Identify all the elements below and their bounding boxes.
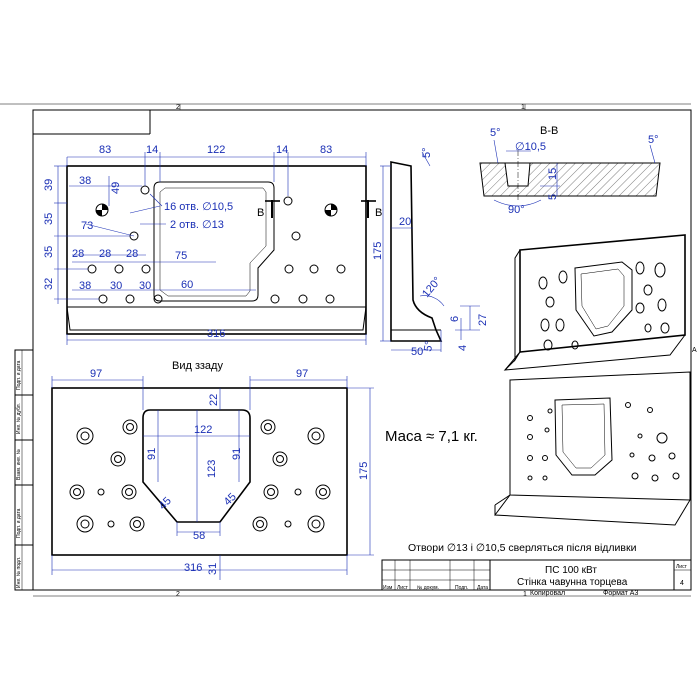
dim-left-35b: 35	[43, 246, 55, 258]
rear-holes	[69, 419, 331, 533]
sheet-number: 4	[680, 580, 684, 587]
front-view: В В 83 14 122 14 83 39	[43, 144, 382, 345]
dim-73: 73	[81, 220, 93, 232]
dim-top-83b: 83	[320, 144, 332, 156]
rear-dim-22: 22	[208, 394, 220, 406]
side-view: 5° 20 175 120° 6 27 4 5° 50	[372, 147, 489, 358]
rear-dim-97-right: 97	[296, 368, 308, 380]
sheet-label: Лист	[676, 564, 688, 570]
front-plate-outline	[66, 165, 367, 335]
dim-60: 60	[181, 279, 193, 291]
col-date: Дата	[477, 585, 488, 591]
dim-316-front: 316	[207, 328, 225, 340]
rear-dim-58: 58	[193, 530, 205, 542]
section-mark-right: В	[375, 207, 382, 219]
rear-dim-31: 31	[207, 563, 219, 575]
side-dim-4: 4	[457, 345, 469, 351]
side-dim-27: 27	[477, 314, 489, 326]
zone-top-right: 1	[521, 104, 525, 111]
stamp-2: Инв. № дубл.	[16, 403, 22, 434]
section-angle-right: 5°	[648, 134, 659, 146]
title-line2: Стінка чавунна торцева	[517, 577, 628, 588]
section-hole: ∅10,5	[515, 141, 546, 153]
dim-top-14a: 14	[146, 144, 158, 156]
zone-top-left: 2	[176, 104, 180, 111]
zone-bottom-right: 1	[523, 591, 527, 598]
side-stamp: Подп. и дата Инв. № дубл. Взам. инв. № П…	[14, 349, 34, 591]
stamp-5: Инв. № подл.	[16, 557, 22, 588]
side-dim-6: 6	[449, 316, 461, 322]
front-holes	[87, 185, 346, 304]
col-sign: Подп.	[455, 585, 468, 591]
section-angle-left: 5°	[490, 127, 501, 139]
dim-left-39: 39	[43, 179, 55, 191]
section-title: В-В	[540, 125, 558, 137]
dim-left-32: 32	[43, 278, 55, 290]
stamp-3: Взам. инв. №	[16, 449, 22, 480]
section-bottom-5: 5	[547, 194, 559, 200]
rear-dim-45b: 45	[222, 491, 239, 508]
dim-top-14b: 14	[276, 144, 288, 156]
rear-dim-316: 316	[184, 562, 202, 574]
rear-title: Вид ззаду	[172, 360, 223, 372]
title-line1: ПС 100 кВт	[545, 565, 597, 576]
stamp-4: Подп. и дата	[16, 508, 22, 538]
front-window	[153, 181, 275, 302]
side-base-50: 50	[411, 346, 423, 358]
side-angle-bottom: 5°	[422, 340, 436, 352]
dim-bottom-30b: 30	[139, 280, 151, 292]
zone-bottom-left: 2	[176, 591, 180, 598]
section-countersink: 90°	[508, 204, 525, 216]
dim-top-122: 122	[207, 144, 225, 156]
rear-dim-91a: 91	[146, 448, 158, 460]
format-label: Формат А3	[603, 590, 638, 597]
edge-mark: A	[692, 347, 697, 354]
side-angle-top: 5°	[421, 147, 433, 158]
side-thickness: 20	[399, 216, 411, 228]
side-angle-120: 120°	[420, 275, 444, 300]
dim-row-28a: 28	[72, 248, 84, 260]
col-list: Лист	[397, 585, 409, 591]
rear-view: Вид ззаду	[51, 360, 374, 580]
side-profile	[390, 161, 443, 342]
dim-row-28b: 28	[99, 248, 111, 260]
dim-left-35a: 35	[43, 213, 55, 225]
rear-dim-122: 122	[194, 424, 212, 436]
mass-note: Маса ≈ 7,1 кг.	[385, 428, 478, 445]
dim-top-83a: 83	[99, 144, 111, 156]
rear-dim-91b: 91	[231, 448, 243, 460]
copied-label: Копировал	[530, 590, 565, 597]
col-izm: Изм	[383, 585, 393, 591]
iso-view-1	[503, 234, 686, 371]
section-mark-left: В	[257, 207, 264, 219]
dim-38-top: 38	[79, 175, 91, 187]
side-height-175: 175	[372, 242, 384, 260]
stamp-1: Подп. и дата	[16, 360, 22, 390]
iso-view-2	[494, 371, 691, 526]
section-depth-15: 15	[547, 168, 559, 180]
drilling-note: Отвори ∅13 і ∅10,5 сверляться після відл…	[408, 542, 637, 554]
dim-bottom-30a: 30	[110, 280, 122, 292]
section-bb: В-В 5° 5° ∅10,5 15 5 90°	[479, 125, 661, 216]
rear-plate-outline	[51, 387, 348, 556]
note-holes-10-5: 16 отв. ∅10,5	[164, 201, 233, 213]
dim-bottom-38: 38	[79, 280, 91, 292]
col-docnum: № докум.	[417, 585, 439, 591]
rear-dim-123: 123	[206, 460, 218, 478]
title-block: Изм Лист № докум. Подп. Дата ПС 100 кВт …	[381, 559, 692, 591]
note-holes-13: 2 отв. ∅13	[170, 219, 224, 231]
dim-75: 75	[175, 250, 187, 262]
rear-dim-97-left: 97	[90, 368, 102, 380]
dim-row-28c: 28	[126, 248, 138, 260]
rear-dim-45a: 45	[157, 495, 174, 512]
dim-49: 49	[110, 182, 122, 194]
rear-dim-175: 175	[358, 462, 370, 480]
